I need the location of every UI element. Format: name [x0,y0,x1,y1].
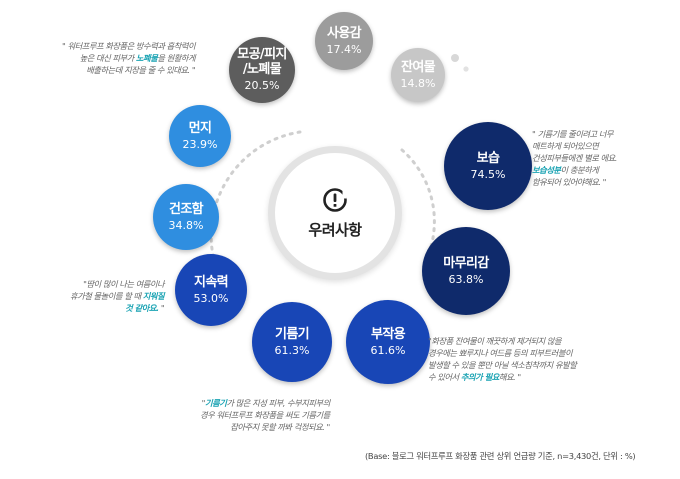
note-text: 해요. " [498,372,521,382]
bubble-name: 사용감 [326,25,362,41]
bubble-item: 모공/피지/노폐물 20.5% [229,37,295,103]
note-highlight: 기름기 [205,398,227,408]
note-text: 휴가철 물놀이를 할 때 [70,291,143,301]
note-text: 이 충분하게 [560,165,599,175]
bubble-name: /노폐물 [242,62,282,77]
bubble-name: 기름기 [274,326,310,342]
bubble-name: 건조함 [168,201,204,217]
note-text: " 기름기를 줄이려고 너무 [532,129,614,139]
note-highlight: 추의가 필요 [460,372,500,382]
note-text: 건성피부들에겐 별로 에요. [532,153,617,163]
bubble-name: 먼지 [188,120,212,136]
bubble-value: 14.8% [400,76,436,90]
note-text: 을 원활하게 [157,53,196,63]
concern-icon [323,187,347,212]
bubble-value: 17.4% [326,42,362,56]
bubble-value: 34.8% [168,218,204,232]
note-text: " [201,398,206,408]
note-highlight: 보습성분 [532,165,561,175]
note-text: 잡아주지 못할 까봐 걱정되요. " [230,422,330,432]
note-text: 함유되어 있어야해요. " [532,177,606,187]
note-text: " [158,303,165,313]
note-text: 경우에는 뾰루지나 여드름 등의 피부트러블이 [428,348,573,358]
bubble-name: 마무리감 [443,255,489,271]
center-label: 우려사항 [308,220,362,239]
center-circle: 우려사항 [268,146,402,280]
note-text: "땀이 많이 나는 여름이나 [83,279,165,289]
bubble-value: 61.3% [274,343,310,357]
note-text: 발생할 수 있을 뿐만 아닐 색소침착까지 유발할 [428,360,577,370]
note-highlight: 노폐물 [135,53,158,63]
note-text: " 워터프루프 화장품은 방수력과 흡착력이 [62,41,196,51]
note-text: 높은 대신 피부가 [79,53,136,63]
note-text: 배출하는데 지장을 줄 수 있대요. " [86,65,196,75]
note-highlight: 것 같아요. [125,303,159,313]
bubble-value: 23.9% [182,137,218,151]
bubble-value: 61.6% [370,343,406,357]
bubble-value: 63.8% [448,272,484,286]
note-text: 경우 워터프루프 화장품을 써도 기름기를 [200,410,330,420]
bubble-name: 모공/피지 [237,47,287,62]
bubble-value: 74.5% [470,167,506,181]
note-text: 매트하게 되어있으면 [532,141,599,151]
bubble-name: 보습 [476,150,500,166]
note-text: "화장품 잔여물이 깨끗하게 제거되지 않을 [428,336,562,346]
note-text: 가 많은 지성 피부, 수부지피부의 [226,398,330,408]
note-highlight: 지워질 [142,291,165,301]
note-text: 수 있어서 [428,372,461,382]
bubble-name: 잔여물 [400,59,436,75]
bubble-value: 53.0% [193,291,229,305]
bubble-name: 지속력 [193,274,229,290]
bubble-name: 부작용 [370,326,406,342]
footnote: (Base: 블로그 워터프루프 화장품 관련 상위 언급량 기준, n=3,4… [365,451,636,461]
bubble-value: 20.5% [244,79,280,92]
